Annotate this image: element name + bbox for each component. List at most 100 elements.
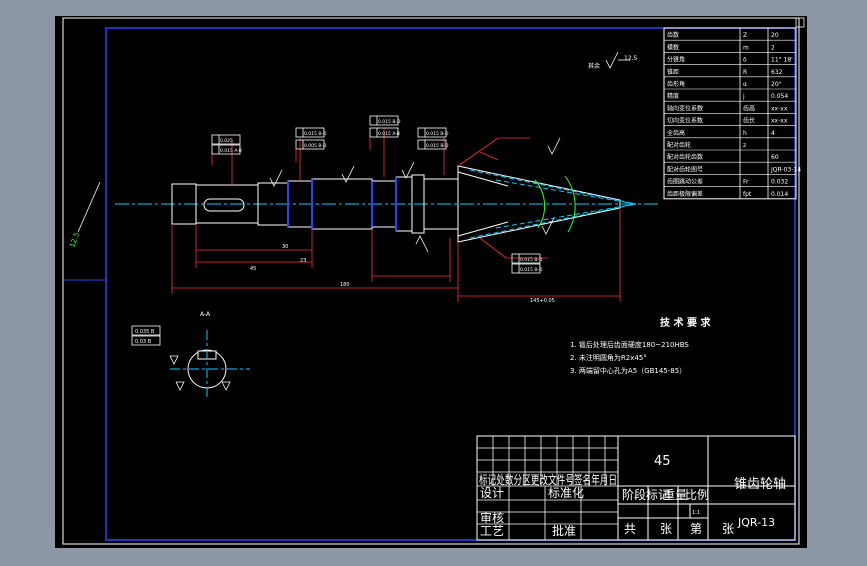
sheet-label: 张 xyxy=(660,522,672,536)
gdt-frame xyxy=(417,139,447,150)
spec-row-symbol: Z xyxy=(743,32,747,39)
standardize-label: 标准化 xyxy=(548,486,584,500)
spec-row-symbol: h xyxy=(743,130,747,137)
spec-row-name: 配对齿轮齿数 xyxy=(667,153,703,161)
sheet-outer-border xyxy=(62,17,800,545)
roughness-symbols xyxy=(269,51,630,253)
approve-label: 批准 xyxy=(552,523,576,538)
dim-145: 145+0.05 xyxy=(530,298,555,304)
gdt-value: 0.015 B-D xyxy=(520,257,543,263)
spec-row-symbol: δ xyxy=(743,57,747,64)
sheet2-label: 张 xyxy=(722,522,734,536)
scale-label: 比例 xyxy=(685,488,709,502)
spec-row-name: 切向变位系数 xyxy=(667,117,703,125)
design-label: 设计 xyxy=(480,486,504,500)
gdt-value: 0.005 B-D xyxy=(304,143,327,149)
spec-row-name: 配对齿轮 xyxy=(667,141,691,149)
tech-req-item-3: 3. 两端留中心孔为A5（GB145-85） xyxy=(570,366,686,375)
spec-row-name: 分锥角 xyxy=(667,56,685,64)
gdt-frame xyxy=(511,263,541,274)
stage-label: 阶段标记 xyxy=(622,487,670,502)
gear-angle-dims xyxy=(534,175,576,233)
gdt-frame xyxy=(369,115,399,126)
roughness-other-label: 其余 xyxy=(588,62,600,70)
spec-row-value: 4 xyxy=(771,130,775,137)
spec-row-value: JQR-03-14 xyxy=(770,166,801,173)
spec-row-name: 齿距极限偏差 xyxy=(667,190,703,198)
spec-row-name: 锥距 xyxy=(667,68,679,76)
spec-row-name: 全齿高 xyxy=(667,129,685,137)
viewport-maximize-icon[interactable] xyxy=(795,17,805,28)
spec-row-name: 齿形角 xyxy=(667,80,685,88)
spec-row-name: 模数 xyxy=(667,43,679,51)
tech-req-item-1: 1. 锻后处理后齿面硬度180~210HBS xyxy=(570,340,689,349)
spec-row-symbol: z xyxy=(743,142,746,149)
weight-label: 重量 xyxy=(663,488,687,502)
gdt-value: 0.015 B-D xyxy=(304,131,327,137)
craft-label: 工艺 xyxy=(480,524,504,538)
spec-row-symbol: Fr xyxy=(743,179,749,186)
spec-row-symbol: j xyxy=(742,93,745,100)
roughness-other-value: 12.5 xyxy=(624,55,638,62)
section-tol-1: 0.035 B xyxy=(135,329,155,335)
dimension-lines xyxy=(171,128,621,302)
gdt-frame xyxy=(369,127,399,138)
spec-row-value: xx-xx xyxy=(771,118,788,125)
spec-row-value: xx-xx xyxy=(771,105,788,112)
spec-row-symbol: 齿高 xyxy=(743,104,755,112)
gdt-value: 0.025 xyxy=(220,138,233,144)
spec-row-value: 0.054 xyxy=(771,93,788,100)
spec-row-value: 60 xyxy=(771,154,779,161)
spec-row-symbol: α xyxy=(743,81,747,88)
spec-row-name: 齿圈跳动公差 xyxy=(667,178,703,186)
review-label: 审核 xyxy=(480,510,504,525)
left-roughness-symbol xyxy=(77,181,101,233)
spec-row-symbol: R xyxy=(743,69,747,76)
gdt-value: 0.015 A-B xyxy=(378,131,400,137)
drawing-number: JQR-13 xyxy=(737,516,775,529)
spec-row-value: 0.014 xyxy=(771,191,788,198)
part-name: 锥齿轮轴 xyxy=(734,477,786,492)
spec-row-symbol: 齿长 xyxy=(743,117,755,125)
page-label: 第 xyxy=(690,522,702,536)
gdt-value: 0.015 B-D xyxy=(426,143,449,149)
spec-row-value: 11° 18' xyxy=(771,57,793,64)
spec-row-value: 20 xyxy=(771,32,779,39)
bearing-seats xyxy=(287,177,397,231)
section-view: A-A 0.035 B 0.03 B xyxy=(131,311,250,400)
spec-row-name: 齿数 xyxy=(667,31,679,39)
spec-row-name: 轴向变位系数 xyxy=(667,104,703,112)
gear-pitch-lines xyxy=(469,169,637,239)
dim-23: 23 xyxy=(300,258,306,264)
scale-value: 1:1 xyxy=(692,510,700,516)
spec-row-symbol: m xyxy=(743,44,749,51)
gdt-frame xyxy=(211,144,241,155)
spec-row-value: 20° xyxy=(771,81,782,88)
spec-row-symbol: fpt xyxy=(743,191,752,198)
gdt-value: 0.015 B-D xyxy=(426,131,449,137)
section-label: A-A xyxy=(200,311,211,318)
gdt-value: 0.015 B-D xyxy=(520,267,543,273)
section-tol-2: 0.03 B xyxy=(135,339,152,345)
spec-row-value: 2 xyxy=(771,44,775,51)
gdt-frame xyxy=(511,253,541,264)
title-block-grid xyxy=(476,435,619,540)
model-space[interactable] xyxy=(55,16,807,548)
gdt-frame xyxy=(417,127,447,138)
spec-row-name: 配对齿轮图号 xyxy=(667,165,703,173)
dim-180: 180 xyxy=(340,282,350,288)
tech-req-item-2: 2. 未注明圆角为R2x45° xyxy=(570,353,647,362)
gdt-frames: 0.025 0.015 A-B 0.015 B-D 0.005 B-D 0.015 B-… xyxy=(211,115,543,274)
gdt-frame xyxy=(295,139,325,150)
total-label: 共 xyxy=(624,522,636,536)
gdt-frame xyxy=(211,134,241,145)
gdt-value: 0.015 B-D xyxy=(378,119,401,125)
dim-30: 30 xyxy=(282,244,288,250)
spec-row-name: 精度 xyxy=(667,92,679,100)
spec-row-value: 0.032 xyxy=(771,179,788,186)
dim-45: 45 xyxy=(250,266,256,272)
gdt-frame xyxy=(295,127,325,138)
